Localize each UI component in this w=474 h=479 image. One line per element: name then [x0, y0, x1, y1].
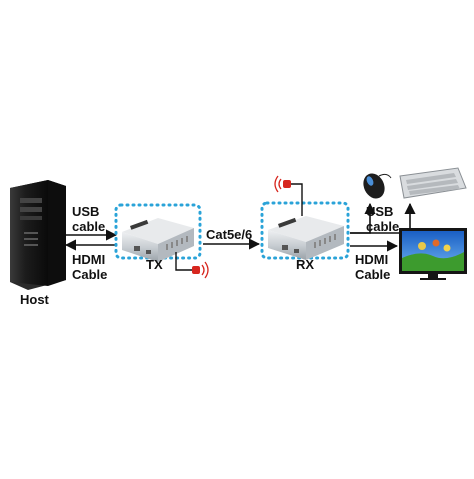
- monitor-icon: [399, 228, 467, 280]
- extender-tx-icon: [122, 218, 194, 262]
- usb-cable-label-right-1: USB: [366, 204, 394, 219]
- keyboard-icon: [399, 167, 467, 199]
- ir-receiver-icon: [274, 175, 303, 216]
- hdmi-cable-label-left-2: Cable: [72, 267, 108, 282]
- host-label: Host: [20, 292, 49, 307]
- hdmi-cable-label-right-2: Cable: [355, 267, 391, 282]
- tx-label: TX: [146, 257, 163, 272]
- usb-cable-label-left-2: cable: [72, 219, 106, 234]
- hdmi-cable-label-left-1: HDMI: [72, 252, 106, 267]
- rx-label: RX: [296, 257, 315, 272]
- extender-rx-icon: [268, 216, 344, 260]
- ir-emitter-icon: [175, 252, 209, 279]
- pc-tower-icon: [10, 180, 66, 290]
- usb-cable-label-left-1: USB: [72, 204, 100, 219]
- cat-cable-label: Cat5e/6: [206, 227, 253, 242]
- hdmi-cable-label-right-1: HDMI: [355, 252, 389, 267]
- mouse-icon: [363, 173, 392, 199]
- usb-cable-label-right-2: cable: [366, 219, 400, 234]
